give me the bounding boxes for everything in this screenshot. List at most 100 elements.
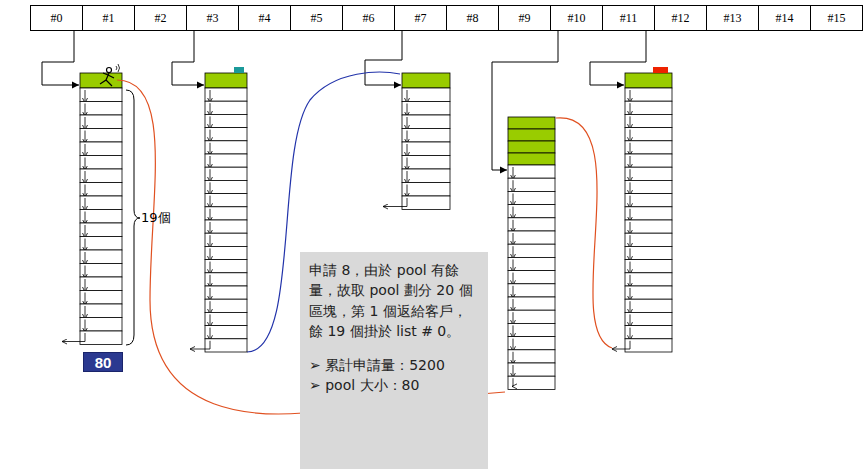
next-arrow: [513, 246, 514, 259]
list-block: [205, 260, 247, 273]
next-arrow: [210, 275, 211, 288]
next-arrow: [210, 130, 211, 143]
list-block: [508, 310, 555, 323]
list-block: [80, 250, 122, 264]
next-arrow: [407, 131, 408, 144]
list-block: [205, 326, 247, 339]
next-arrow: [210, 235, 211, 248]
list-block: [205, 220, 247, 233]
list-block: [625, 101, 672, 114]
list-block: [625, 286, 672, 299]
next-arrow: [630, 301, 631, 314]
next-arrow: [407, 144, 408, 157]
array-cell: #2: [134, 5, 187, 31]
next-arrow: [210, 169, 211, 182]
cell-label: #7: [415, 11, 427, 26]
next-arrow: [85, 212, 86, 225]
next-arrow: [210, 116, 211, 129]
list-block: [80, 115, 122, 129]
next-arrow: [630, 288, 631, 301]
bullet-item: ➢ pool 大小：80: [309, 375, 479, 395]
array-cell: #13: [706, 5, 759, 31]
list-block: [625, 233, 672, 246]
next-arrow: [210, 314, 211, 327]
cell-label: #12: [672, 11, 690, 26]
next-arrow: [383, 198, 407, 207]
list-block: [402, 156, 450, 170]
cell-label: #6: [363, 11, 375, 26]
next-arrow: [630, 130, 631, 143]
list-block: [205, 101, 247, 114]
next-arrow: [85, 279, 86, 292]
next-arrow: [407, 90, 408, 103]
list-block: [80, 291, 122, 305]
next-arrow: [210, 328, 211, 341]
next-arrow: [630, 275, 631, 288]
cell-label: #9: [519, 11, 531, 26]
list-block: [508, 205, 555, 218]
list-block: [205, 273, 247, 286]
list-block: [508, 350, 555, 363]
list-block: [625, 194, 672, 207]
next-arrow: [630, 328, 631, 341]
next-arrow: [513, 233, 514, 246]
list-block: [625, 114, 672, 127]
list-block: [80, 318, 122, 332]
pool-size: 80: [95, 354, 112, 371]
next-arrow: [85, 225, 86, 238]
next-arrow: [407, 117, 408, 130]
list-block: [625, 88, 672, 101]
list-block: [402, 88, 450, 102]
list-block: [508, 271, 555, 284]
list-block: [402, 142, 450, 156]
next-arrow: [85, 185, 86, 198]
next-arrow: [513, 259, 514, 272]
next-arrow: [85, 158, 86, 171]
list-block: [625, 260, 672, 273]
next-arrow: [85, 144, 86, 157]
note-text: 申請 8，由於 pool 有餘量，故取 pool 劃分 20 個區塊，第 1 個…: [309, 260, 479, 341]
list-block: [80, 169, 122, 183]
list-block: [80, 331, 122, 345]
list-block: [402, 196, 450, 210]
cell-label: #15: [828, 11, 846, 26]
list-block: [508, 323, 555, 336]
array-cell: #3: [186, 5, 239, 31]
next-arrow: [513, 365, 514, 378]
bullet-item: ➢ 累計申請量：5200: [309, 355, 479, 375]
array-cell: #1: [82, 5, 135, 31]
next-arrow: [630, 248, 631, 261]
next-arrow: [513, 207, 514, 220]
list-block: [402, 115, 450, 129]
next-arrow: [630, 222, 631, 235]
next-arrow: [513, 312, 514, 325]
cell-label: #4: [259, 11, 271, 26]
list-block: [508, 363, 555, 376]
next-arrow: [407, 104, 408, 117]
list-block: [508, 244, 555, 257]
next-arrow: [85, 252, 86, 265]
count-label: 19個: [141, 209, 171, 227]
next-arrow: [630, 209, 631, 222]
list-block: [205, 180, 247, 193]
list-block: [508, 337, 555, 350]
next-arrow: [210, 209, 211, 222]
array-cell: #15: [810, 5, 863, 31]
list-block: [80, 223, 122, 237]
list-block: [205, 141, 247, 154]
next-arrow: [407, 158, 408, 171]
next-arrow: [210, 301, 211, 314]
list-block: [625, 180, 672, 193]
next-arrow: [210, 182, 211, 195]
next-arrow: [85, 104, 86, 117]
list-block: [402, 102, 450, 116]
list-block: [625, 273, 672, 286]
list-block: [80, 196, 122, 210]
next-arrow: [210, 288, 211, 301]
next-arrow: [210, 90, 211, 103]
list-block: [508, 178, 555, 191]
array-cell: #8: [446, 5, 499, 31]
list-block: [205, 246, 247, 259]
list-block: [205, 299, 247, 312]
count-bracket: [126, 90, 140, 345]
